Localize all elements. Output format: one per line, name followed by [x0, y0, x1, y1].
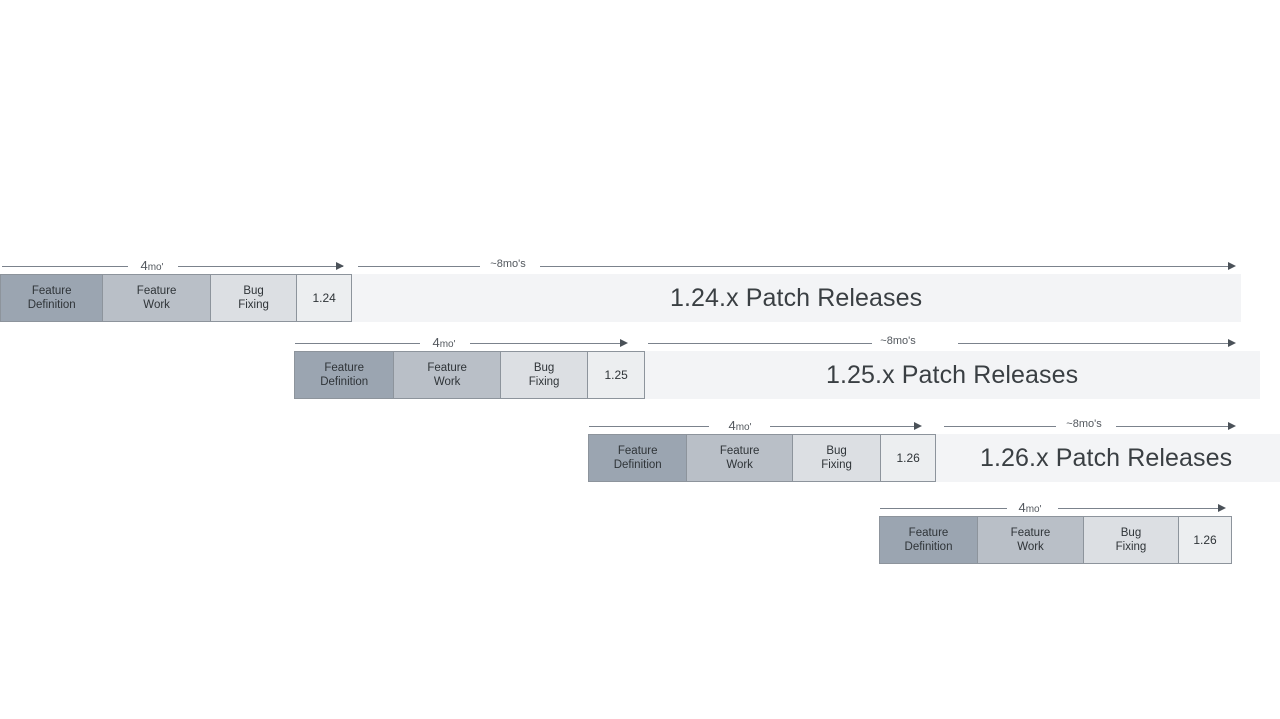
patch-release-bar-126: 1.26.x Patch Releases	[936, 434, 1280, 482]
measure-label-patch-126: ~8mo's	[1066, 418, 1102, 430]
patch-release-label-124: 1.24.x Patch Releases	[670, 283, 923, 312]
measure-arrowhead-dev-124	[336, 262, 344, 270]
phase-label-line2: Work	[143, 299, 170, 311]
measure-line-patch-right-125	[958, 343, 1232, 344]
measure-line-dev-left-125	[295, 343, 420, 344]
phase-label-line2: Fixing	[821, 459, 852, 471]
phase-label-line2: Fixing	[1115, 541, 1147, 553]
phase-label-line2: Definition	[613, 459, 662, 471]
measure-line-dev-right-124	[178, 266, 343, 267]
phase-feature-work-125: Feature Work	[394, 352, 501, 398]
phase-feature-definition-126: Feature Definition	[589, 435, 688, 481]
measure-label-dev-125: 4mo'	[432, 335, 456, 350]
measure-arrowhead-dev-125	[620, 339, 628, 347]
phase-bug-fixing-125: Bug Fixing	[500, 352, 589, 398]
phase-label-line2: Fixing	[238, 299, 269, 311]
version-label: 1.26	[896, 451, 920, 465]
phase-feature-work-126: Feature Work	[687, 435, 793, 481]
phase-label-line2: Definition	[27, 299, 76, 311]
version-label: 1.26	[1193, 533, 1217, 547]
measure-line-patch-left-126	[944, 426, 1056, 427]
measure-arrowhead-patch-124	[1228, 262, 1236, 270]
measure-line-dev-right-next	[1058, 508, 1224, 509]
measure-line-patch-right-124	[540, 266, 1232, 267]
phase-label-line2: Fixing	[528, 376, 560, 388]
phase-strip-125: Feature Definition Feature Work Bug Fixi…	[294, 351, 645, 399]
phase-feature-work-124: Feature Work	[103, 275, 211, 321]
phase-feature-definition-124: Feature Definition	[1, 275, 104, 321]
phase-label-line2: Definition	[320, 376, 369, 388]
measure-arrowhead-patch-125	[1228, 339, 1236, 347]
measure-line-dev-right-126	[770, 426, 920, 427]
patch-release-bar-124: 1.24.x Patch Releases	[352, 274, 1241, 322]
phase-label-line1: Feature	[427, 362, 467, 374]
phase-label-line1: Bug	[243, 285, 264, 297]
phase-label-line1: Feature	[1010, 527, 1051, 539]
measure-label-dev-next: 4mo'	[1018, 500, 1042, 515]
release-row-125: 1.25.x Patch Releases Feature Definition…	[0, 335, 1280, 399]
measure-line-dev-right-125	[470, 343, 626, 344]
phase-bug-fixing-next: Bug Fixing	[1084, 517, 1179, 563]
phase-label-line1: Bug	[826, 445, 847, 457]
version-box-126: 1.26	[881, 435, 935, 481]
measure-label-dev-124: 4mo'	[140, 258, 164, 273]
measure-line-dev-left-126	[589, 426, 709, 427]
release-row-124: 1.24.x Patch Releases Feature Definition…	[0, 258, 1280, 322]
phase-label-line2: Definition	[904, 541, 953, 553]
phase-label-line1: Feature	[31, 285, 72, 297]
phase-strip-126: Feature Definition Feature Work Bug Fixi…	[588, 434, 936, 482]
measure-label-patch-124: ~8mo's	[490, 258, 526, 270]
version-box-124: 1.24	[297, 275, 351, 321]
version-box-next: 1.26	[1179, 517, 1231, 563]
phase-label-line1: Feature	[324, 362, 365, 374]
phase-label-line1: Feature	[719, 445, 760, 457]
version-box-125: 1.25	[588, 352, 644, 398]
measure-group-125: 4mo' ~8mo's	[0, 335, 1280, 353]
measure-line-patch-left-125	[648, 343, 872, 344]
phase-feature-work-next: Feature Work	[978, 517, 1084, 563]
version-label: 1.24	[312, 291, 336, 305]
phase-label-line1: Feature	[908, 527, 949, 539]
measure-arrowhead-dev-next	[1218, 504, 1226, 512]
patch-release-label-125: 1.25.x Patch Releases	[826, 360, 1079, 389]
measure-line-patch-left-124	[358, 266, 480, 267]
measure-group-next: 4mo'	[0, 500, 1280, 518]
phase-strip-124: Feature Definition Feature Work Bug Fixi…	[0, 274, 352, 322]
measure-label-dev-126: 4mo'	[728, 418, 752, 433]
phase-label-line2: Work	[1017, 541, 1044, 553]
phase-label-line2: Work	[433, 376, 461, 388]
phase-bug-fixing-126: Bug Fixing	[792, 435, 882, 481]
measure-group-126: 4mo' ~8mo's	[0, 418, 1280, 436]
phase-label-line1: Feature	[136, 285, 177, 297]
patch-release-bar-125: 1.25.x Patch Releases	[645, 351, 1260, 399]
phase-feature-definition-125: Feature Definition	[295, 352, 395, 398]
phase-label-line1: Feature	[617, 445, 658, 457]
measure-arrowhead-patch-126	[1228, 422, 1236, 430]
phase-label-line1: Bug	[1120, 527, 1142, 539]
phase-feature-definition-next: Feature Definition	[880, 517, 978, 563]
phase-label-line1: Bug	[533, 362, 555, 374]
phase-strip-next: Feature Definition Feature Work Bug Fixi…	[879, 516, 1232, 564]
version-label: 1.25	[604, 368, 628, 382]
measure-line-dev-left-124	[2, 266, 128, 267]
phase-label-line2: Work	[726, 459, 753, 471]
release-row-next: Feature Definition Feature Work Bug Fixi…	[0, 500, 1280, 564]
measure-label-patch-125: ~8mo's	[880, 335, 916, 347]
release-row-126: 1.26.x Patch Releases Feature Definition…	[0, 418, 1280, 482]
measure-group-124: 4mo' ~8mo's	[0, 258, 1280, 276]
measure-arrowhead-dev-126	[914, 422, 922, 430]
phase-bug-fixing-124: Bug Fixing	[210, 275, 298, 321]
patch-release-label-126: 1.26.x Patch Releases	[980, 443, 1233, 472]
measure-line-dev-left-next	[880, 508, 1007, 509]
measure-line-patch-right-126	[1116, 426, 1232, 427]
